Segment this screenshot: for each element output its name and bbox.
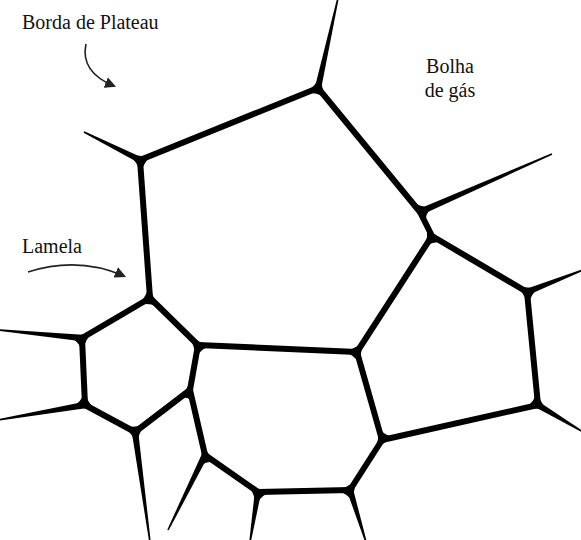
leader-arrow: [28, 265, 124, 276]
plateau-border: [133, 278, 165, 312]
plateau-border: [184, 331, 218, 365]
lamella-line: [198, 345, 357, 352]
leader-arrow: [85, 44, 114, 86]
lamella-line: [419, 153, 553, 215]
plateau-border: [407, 197, 438, 230]
part-label: Lamela: [22, 234, 112, 258]
plateau-border: [330, 473, 361, 509]
plateau-border: [242, 481, 278, 512]
plateau-border: [518, 385, 555, 415]
plateau-border: [337, 335, 368, 371]
lamella-line: [0, 402, 86, 421]
lamella-line: [132, 432, 151, 540]
lamella-line: [318, 88, 420, 212]
part-label: Bolha de gás: [418, 54, 482, 102]
plateau-border: [371, 421, 401, 457]
plateau-border: [196, 436, 221, 473]
plateau-border: [510, 282, 546, 312]
plateau-border: [174, 370, 194, 409]
lamella-line: [140, 88, 318, 160]
part-label: Borda de Plateau: [22, 10, 222, 34]
plateau-border: [65, 385, 102, 414]
plateau-border: [117, 420, 150, 452]
lamella-line: [315, 0, 339, 89]
plateau-border: [62, 328, 99, 358]
lamella-line: [140, 160, 150, 298]
lamella-line: [0, 329, 82, 341]
plateau-border: [122, 151, 158, 180]
lamella-line: [357, 236, 432, 352]
plateau-border: [421, 218, 449, 253]
plateau-border: [299, 68, 330, 103]
lamella-line: [382, 405, 538, 440]
